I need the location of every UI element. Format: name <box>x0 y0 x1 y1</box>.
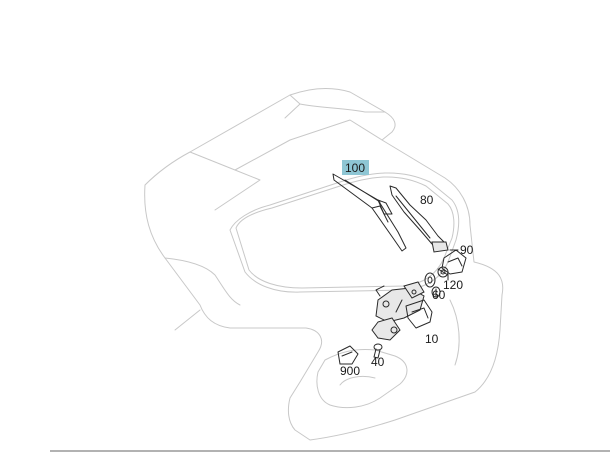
callout-80[interactable]: 80 <box>420 193 434 207</box>
washer-part[interactable] <box>424 272 441 298</box>
screw-part[interactable] <box>373 343 383 359</box>
wiper-motor-part[interactable] <box>371 281 433 341</box>
wiper-blade-part[interactable] <box>332 173 407 252</box>
callout-100[interactable]: 100 <box>345 161 365 175</box>
leader-lines <box>435 249 459 297</box>
callout-10[interactable]: 10 <box>425 332 439 346</box>
wiper-arm-part[interactable] <box>389 185 449 253</box>
callout-60[interactable]: 60 <box>432 288 446 302</box>
callout-120[interactable]: 120 <box>443 278 463 292</box>
callout-highlight <box>342 160 369 175</box>
callout-40[interactable]: 40 <box>371 355 385 369</box>
callout-90[interactable]: 90 <box>460 243 474 257</box>
connector-part[interactable] <box>337 345 359 365</box>
tailgate-outline <box>144 87 504 441</box>
nut-part[interactable] <box>437 266 449 278</box>
callout-900[interactable]: 900 <box>340 364 360 378</box>
